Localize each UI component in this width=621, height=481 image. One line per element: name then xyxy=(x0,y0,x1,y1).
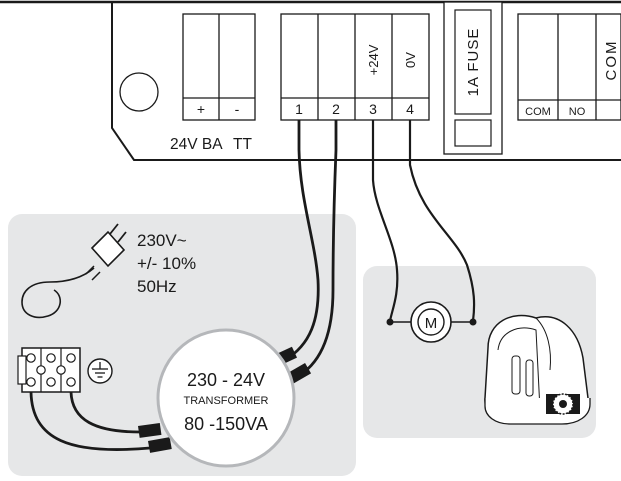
board-round-component xyxy=(119,72,159,112)
mains-voltage: 230V~ xyxy=(137,231,187,250)
transformer: 230 - 24V TRANSFORMER 80 -150VA xyxy=(156,328,296,468)
terminal-4-label: 4 xyxy=(406,101,414,117)
gate-motor-unit xyxy=(484,314,591,425)
wire-terminal-1 xyxy=(284,120,320,362)
motor-symbol: M xyxy=(386,301,477,343)
power-terminal-block: 1 2 3 4 +24V 0V xyxy=(280,13,430,121)
mains-live-plug xyxy=(138,422,162,438)
wire-terminal-4 xyxy=(408,120,476,322)
battery-label: 24V BA xyxy=(170,136,223,153)
relay-com-label: COM xyxy=(525,106,551,118)
wire-mains-neutral xyxy=(29,391,151,452)
fuse-label: 1A FUSE xyxy=(465,28,482,97)
terminal-minus-label: - xyxy=(235,101,240,117)
control-board-outline xyxy=(111,2,621,161)
motor-label: M xyxy=(425,315,438,332)
mains-tolerance: +/- 10% xyxy=(137,254,196,273)
terminal-4-voltage-label: 0V xyxy=(403,52,418,68)
relay-no-label: NO xyxy=(569,106,586,118)
ground-icon xyxy=(87,358,113,384)
wire-terminal-3 xyxy=(371,120,399,322)
fuse-holder: 1A FUSE xyxy=(443,1,503,155)
mains-frequency: 50Hz xyxy=(137,277,177,296)
mains-plug xyxy=(21,223,127,319)
wire-terminal-2 xyxy=(299,120,338,377)
mains-neutral-plug xyxy=(148,437,172,453)
terminal-1-label: 1 xyxy=(295,101,303,117)
transformer-power: 80 -150VA xyxy=(184,414,268,434)
tt-label: TT xyxy=(233,136,252,153)
transformer-name: TRANSFORMER xyxy=(184,395,269,407)
wire-mains-live xyxy=(69,391,141,434)
terminal-3-label: 3 xyxy=(369,101,377,117)
terminal-3-voltage-label: +24V xyxy=(366,44,381,75)
relay-partial-label: COM xyxy=(603,40,620,81)
relay-terminal-block: COM NO COM xyxy=(517,13,621,121)
battery-terminal-block: + - xyxy=(182,13,256,121)
terminal-plus-label: + xyxy=(197,101,205,117)
transformer-ratio: 230 - 24V xyxy=(187,370,265,390)
terminal-2-label: 2 xyxy=(332,101,340,117)
mains-connector-strip xyxy=(17,347,81,393)
